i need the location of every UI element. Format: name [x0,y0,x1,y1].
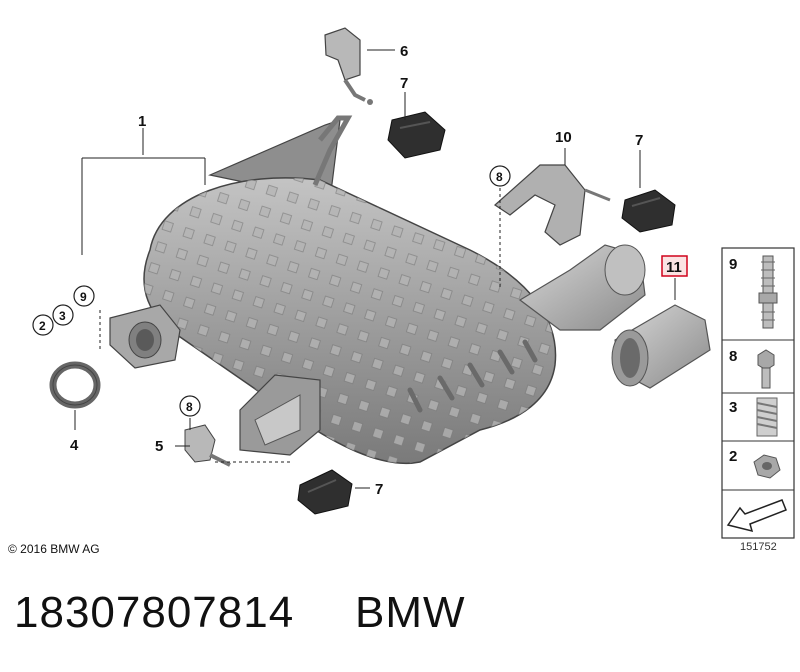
callout-11: 11 [666,259,682,276]
hanger-rod-top [312,115,353,186]
copyright-notice: © 2016 BMW AG [8,542,100,556]
exhaust-tip-part-11 [611,304,711,389]
callout-9: 9 [80,290,87,304]
callout-1: 1 [138,113,146,130]
legend-num-8: 8 [729,348,737,365]
callout-7-bottom: 7 [375,481,383,498]
stud-bolt-icon [758,255,778,329]
callout-6: 6 [400,43,408,60]
spring-icon [756,397,778,437]
callout-11-highlight[interactable]: 11 [661,255,688,277]
callout-3-circle: 3 [52,304,74,326]
callout-8-top: 8 [496,170,503,184]
callout-4: 4 [70,437,79,454]
callout-9-circle: 9 [73,285,95,307]
leader-lines [74,49,676,489]
bracket-part-10 [494,164,611,246]
diagram-id: 151752 [740,541,777,553]
callout-8-bottom: 8 [186,400,193,414]
rubber-mount-bottom [297,469,353,515]
callout-10: 10 [555,129,572,146]
bracket-part-6 [324,27,373,105]
inlet-flange [109,304,181,369]
callout-5: 5 [155,438,163,455]
rubber-mount-top [387,111,446,159]
legend-panel: 9 8 3 2 [721,247,795,539]
brand-label: BMW [355,588,466,637]
callout-7-top: 7 [400,75,408,92]
rear-muffler [143,177,557,464]
gasket-ring-part-4 [49,361,101,409]
callout-7-right: 7 [635,132,643,149]
legend-num-3: 3 [729,399,737,416]
lower-bracket [239,374,321,456]
rubber-mount-right [621,189,676,233]
bracket-part-5 [184,424,231,467]
hex-bolt-icon [757,349,775,389]
callout-2: 2 [39,319,46,333]
callout-2-circle: 2 [32,314,54,336]
hex-nut-icon [753,454,781,479]
callout-3: 3 [59,309,66,323]
callout-8-circle-top: 8 [489,165,511,187]
part-number: 18307807814 [14,588,295,637]
tailpipe [518,244,646,331]
legend-num-2: 2 [729,448,737,465]
direction-arrow-icon [726,499,787,533]
callout-8-circle-bottom: 8 [179,395,201,417]
legend-num-9: 9 [729,256,737,273]
